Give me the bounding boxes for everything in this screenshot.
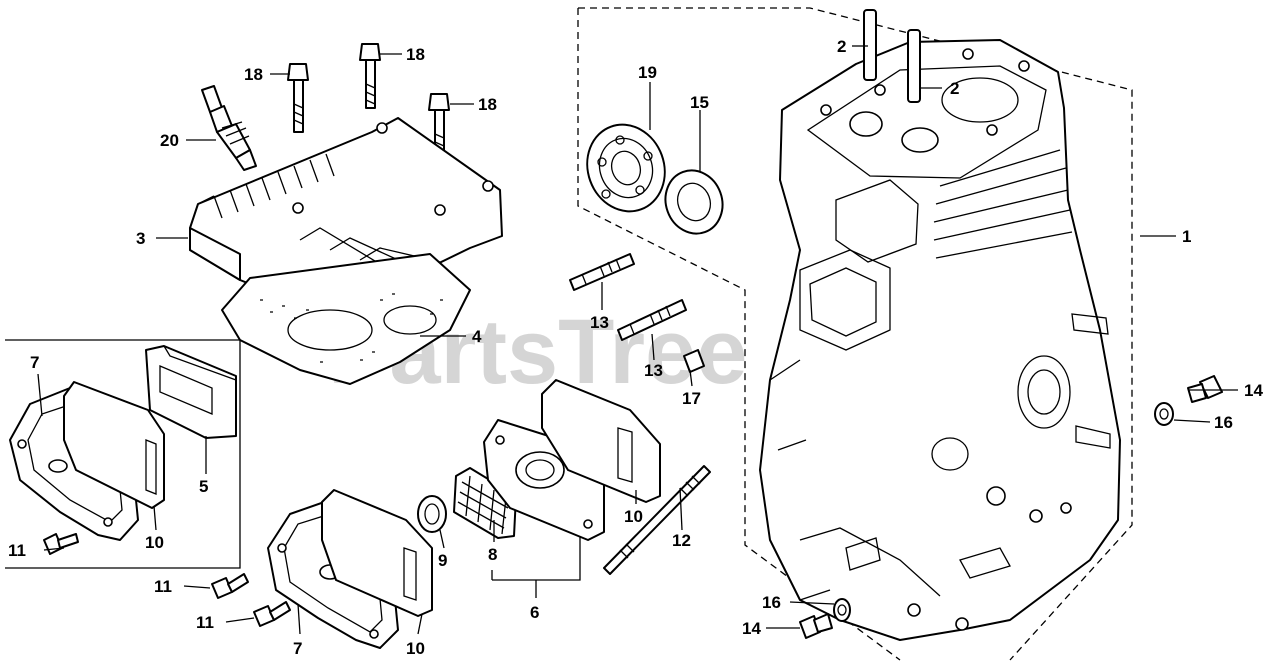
stud-part-a bbox=[569, 253, 635, 291]
callout-16-a: 16 bbox=[1214, 413, 1233, 432]
callout-17: 17 bbox=[682, 389, 701, 408]
block-part bbox=[145, 345, 237, 439]
callout-20: 20 bbox=[160, 131, 179, 150]
dowel-part bbox=[683, 349, 705, 373]
callout-10-b: 10 bbox=[406, 639, 425, 658]
oil-seal-part bbox=[664, 169, 724, 235]
callout-1: 1 bbox=[1182, 227, 1191, 246]
long-stud-part bbox=[603, 465, 711, 575]
gasket-part-bottom bbox=[321, 489, 433, 617]
bearing-part bbox=[586, 123, 666, 213]
washer-part-right bbox=[1154, 402, 1174, 426]
washer-part-bottom bbox=[833, 598, 851, 622]
callout-15: 15 bbox=[690, 93, 709, 112]
callout-13-b: 13 bbox=[644, 361, 663, 380]
callout-14-a: 14 bbox=[1244, 381, 1263, 400]
small-bolt-part-b bbox=[211, 573, 249, 599]
drain-plug-part-bottom bbox=[799, 613, 833, 639]
callout-5: 5 bbox=[199, 477, 208, 496]
callout-18-a: 18 bbox=[244, 65, 263, 84]
crankcase-part bbox=[759, 39, 1121, 641]
stud-part-b bbox=[617, 299, 687, 341]
callout-labels: 1 2 2 3 4 5 6 7 7 8 9 10 10 10 11 11 11 … bbox=[8, 37, 1263, 658]
spark-plug-part bbox=[201, 85, 257, 171]
callout-10-c: 10 bbox=[624, 507, 643, 526]
callout-11-b: 11 bbox=[154, 577, 172, 596]
dowel-pin-part-a bbox=[863, 9, 877, 81]
head-bolt-part-b bbox=[359, 43, 381, 109]
callout-18-c: 18 bbox=[478, 95, 497, 114]
callout-11-c: 11 bbox=[196, 613, 214, 632]
callout-14-b: 14 bbox=[742, 619, 761, 638]
callout-7-b: 7 bbox=[293, 639, 302, 658]
callout-6: 6 bbox=[530, 603, 539, 622]
dowel-pin-part-b bbox=[907, 29, 921, 103]
gasket-part-right bbox=[541, 379, 661, 503]
callout-9: 9 bbox=[438, 551, 447, 570]
callout-7-a: 7 bbox=[30, 353, 39, 372]
small-bolt-part-c bbox=[253, 601, 291, 627]
callout-2-b: 2 bbox=[950, 79, 959, 98]
small-bolt-part-a bbox=[43, 533, 79, 555]
callout-10-a: 10 bbox=[145, 533, 164, 552]
head-bolt-part-c bbox=[428, 93, 450, 163]
head-gasket-part bbox=[221, 253, 471, 385]
drain-plug-part-right bbox=[1187, 375, 1223, 403]
callout-19: 19 bbox=[638, 63, 657, 82]
callout-16-b: 16 bbox=[762, 593, 781, 612]
callout-12: 12 bbox=[672, 531, 691, 550]
collar-part bbox=[417, 495, 447, 533]
callout-8: 8 bbox=[488, 545, 497, 564]
callout-2-a: 2 bbox=[837, 37, 846, 56]
callout-18-b: 18 bbox=[406, 45, 425, 64]
callout-4: 4 bbox=[472, 327, 482, 346]
callout-11-a: 11 bbox=[8, 541, 26, 560]
group-boundary-crankcase bbox=[577, 7, 1133, 661]
gasket-part-left bbox=[63, 381, 165, 509]
head-bolt-part-a bbox=[287, 63, 309, 133]
leader-lines bbox=[37, 45, 1238, 635]
callout-13-a: 13 bbox=[590, 313, 609, 332]
callout-3: 3 bbox=[136, 229, 145, 248]
group-boundary-left bbox=[5, 339, 241, 569]
screen-part bbox=[453, 467, 517, 539]
